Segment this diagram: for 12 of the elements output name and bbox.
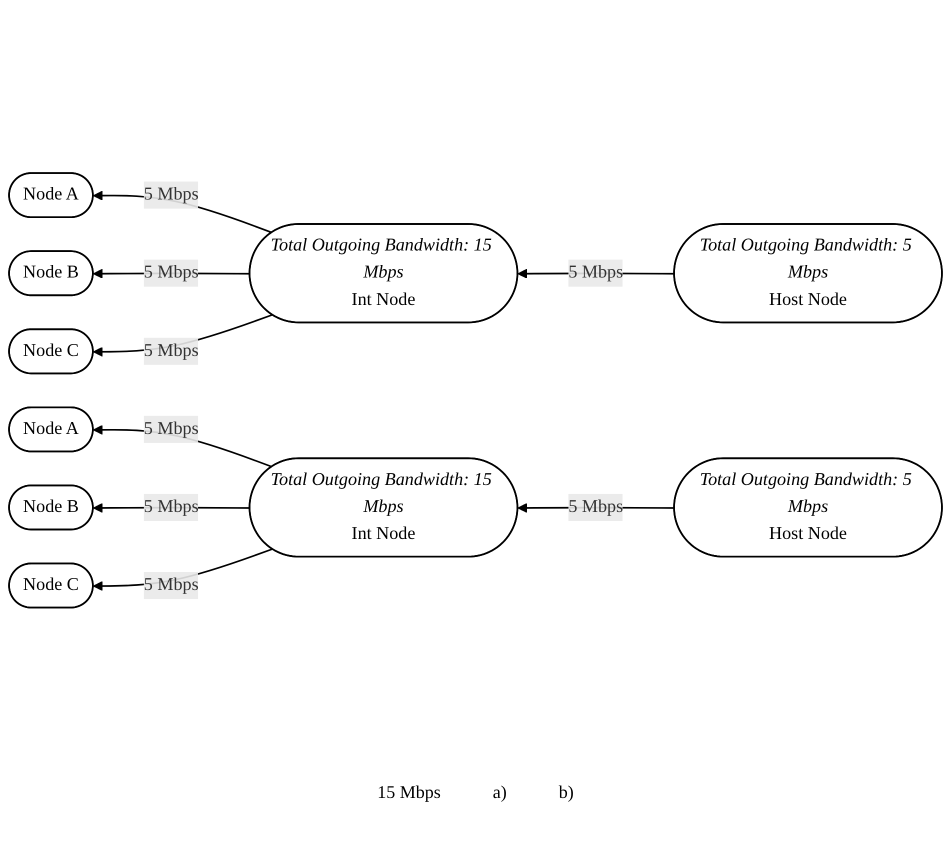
label: 15 Mbps	[376, 781, 442, 804]
network-diagram: 5 Mbps 5 Mbps 5 Mbps 5 Mbps 5 Mbps 5 Mbps 5 Mbps 5 Mbps Node A Node B Node C Total Outgoing Bandwidth: 15 Mbps Int Node Total Outgoing Bandwidth: 5 Mbps Host Node Node A Node B Node C Total Outgoing Bandwidth: 15 Mbps Int Node Total Outgoing Bandwidth: 5 Mbps Host Node	[0, 164, 951, 616]
edge-label: 5 Mbps	[144, 262, 199, 282]
label: a)	[492, 781, 508, 804]
edge-label: 5 Mbps	[144, 496, 199, 516]
label: b)	[558, 781, 575, 804]
edge-label: 5 Mbps	[144, 575, 199, 594]
edge-label: 5 Mbps	[144, 418, 199, 438]
edge-label: 5 Mbps	[568, 496, 624, 516]
edge-label: 5 Mbps	[144, 340, 199, 360]
edge-label: 5 Mbps	[144, 184, 199, 204]
edge-label: 5 Mbps	[568, 262, 624, 282]
